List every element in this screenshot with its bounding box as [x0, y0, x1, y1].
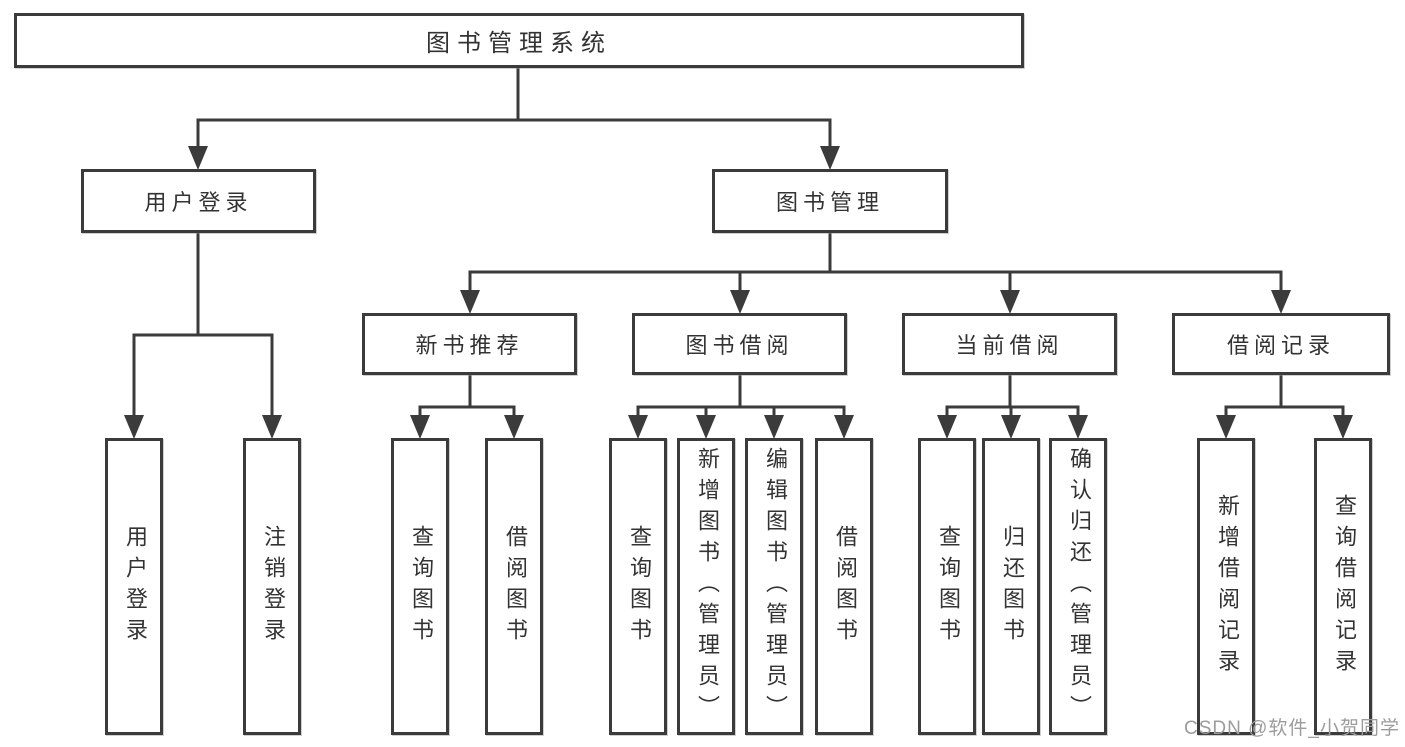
node-user-login: 用户登录 — [81, 169, 316, 233]
leaf-query-books-recommend: 查询图书 — [391, 438, 449, 735]
leaf-logout: 注销登录 — [243, 438, 301, 735]
leaf-query-books-current: 查询图书 — [918, 438, 976, 735]
node-book-management: 图书管理 — [712, 169, 948, 233]
leaf-query-borrow-record: 查询借阅记录 — [1314, 438, 1372, 735]
watermark-text: CSDN @软件_小贺同学 — [1184, 718, 1400, 739]
node-new-book-recommendation: 新书推荐 — [362, 313, 577, 375]
node-current-borrowing: 当前借阅 — [902, 313, 1117, 375]
leaf-borrow-books-borrowing: 借阅图书 — [815, 438, 873, 735]
node-borrowing-records: 借阅记录 — [1172, 313, 1390, 375]
leaf-edit-books-admin: 编辑图书（管理员） — [745, 438, 803, 735]
leaf-query-books-borrowing: 查询图书 — [609, 438, 667, 735]
leaf-return-books: 归还图书 — [982, 438, 1040, 735]
leaf-add-books-admin: 新增图书（管理员） — [677, 438, 735, 735]
leaf-confirm-return-admin: 确认归还（管理员） — [1049, 438, 1107, 735]
leaf-add-borrow-record: 新增借阅记录 — [1197, 438, 1255, 735]
leaf-borrow-books-recommend: 借阅图书 — [485, 438, 543, 735]
leaf-user-login: 用户登录 — [105, 438, 163, 735]
node-book-borrowing: 图书借阅 — [632, 313, 847, 375]
node-library-management-system: 图书管理系统 — [14, 13, 1024, 68]
